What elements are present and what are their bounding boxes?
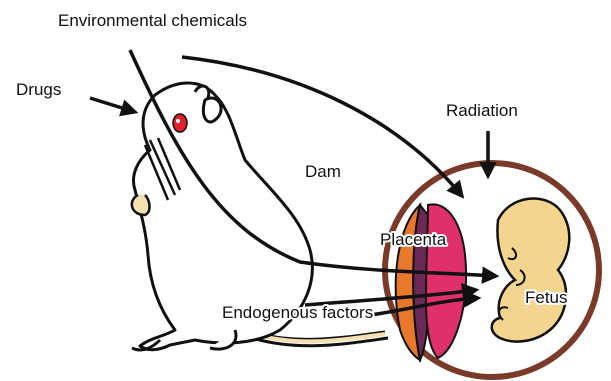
label-placenta: Placenta (380, 230, 447, 249)
arrow-icon (90, 98, 135, 112)
label-radiation: Radiation (446, 101, 518, 120)
rat-eye (173, 114, 187, 132)
placenta-illustration (396, 204, 466, 360)
label-environmental-chemicals: Environmental chemicals (58, 11, 247, 30)
label-dam: Dam (305, 162, 341, 181)
label-endogenous-factors: Endogenous factors (222, 303, 373, 322)
label-fetus: Fetus (525, 288, 568, 307)
label-drugs: Drugs (16, 80, 61, 99)
